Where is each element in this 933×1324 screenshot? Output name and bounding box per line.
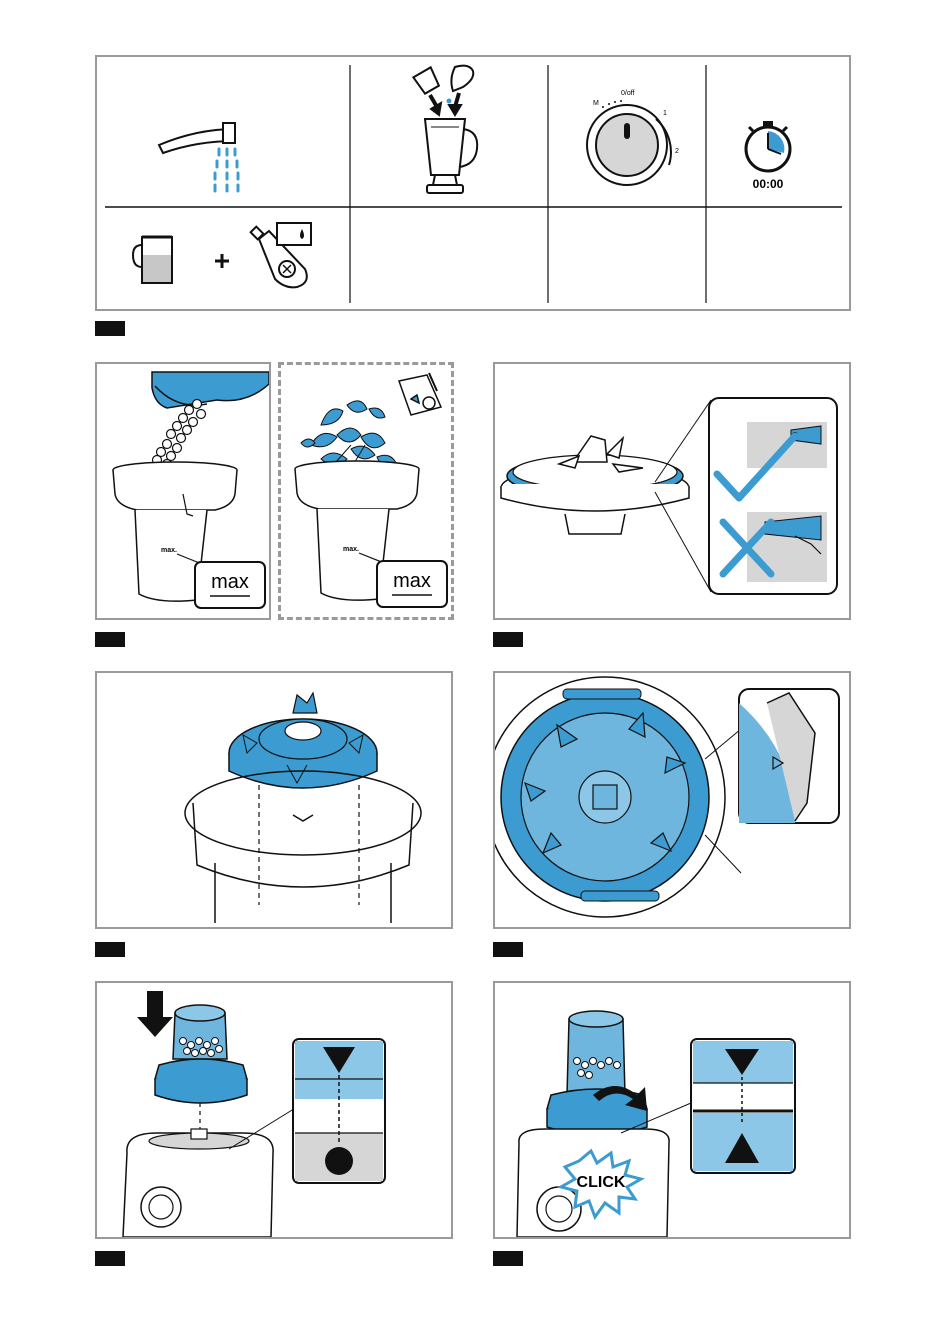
dial-label-1: 1 (663, 110, 667, 117)
stopwatch-icon: 00:00 (746, 121, 790, 191)
grinder-place-panel (95, 981, 453, 1239)
blender-jug-icon (425, 119, 477, 193)
control-dial-icon: M 0/off 1 2 (587, 90, 679, 185)
grinder-lock-panel: CLICK (493, 981, 851, 1239)
step-marker-2 (95, 632, 125, 647)
blade-topview-illustration (495, 673, 849, 927)
down-arrow-icon (137, 991, 173, 1037)
timer-readout: 00:00 (753, 177, 784, 191)
dial-label-2: 2 (675, 148, 679, 155)
overview-illustration: M 0/off 1 2 00:00 (97, 57, 849, 309)
step-marker-1 (95, 321, 125, 336)
faucet-icon (159, 123, 238, 191)
dial-label-off: 0/off (621, 90, 635, 97)
step-marker-5 (493, 942, 523, 957)
overview-panel: M 0/off 1 2 00:00 (95, 55, 851, 311)
max-mark-small-2: max. (343, 546, 359, 553)
max-label-1: max (211, 571, 249, 593)
detergent-bottle-icon (251, 223, 311, 287)
blade-seal-illustration (495, 364, 849, 618)
step-marker-6 (95, 1251, 125, 1266)
step-marker-4 (95, 942, 125, 957)
pour-cup-icon (413, 66, 473, 115)
blade-insert-illustration (97, 673, 451, 927)
grinder-lock-illustration: CLICK (495, 983, 849, 1237)
grinder-place-illustration (97, 983, 451, 1237)
step-marker-3 (493, 632, 523, 647)
blade-insert-panel (95, 671, 453, 929)
blade-seal-panel (493, 362, 851, 620)
fill-beans-illustration: max. max (97, 364, 269, 618)
fill-herbs-illustration: max. max (281, 365, 451, 617)
fill-herbs-panel: max. max (278, 362, 454, 620)
max-label-2: max (393, 570, 431, 592)
max-mark-small-1: max. (161, 547, 177, 554)
click-text: CLICK (577, 1174, 626, 1191)
plus-icon (215, 254, 229, 268)
measuring-cup-icon (133, 237, 172, 283)
dial-label-m: M (593, 100, 599, 107)
fill-beans-panel: max. max (95, 362, 271, 620)
step-marker-7 (493, 1251, 523, 1266)
blade-topview-panel (493, 671, 851, 929)
